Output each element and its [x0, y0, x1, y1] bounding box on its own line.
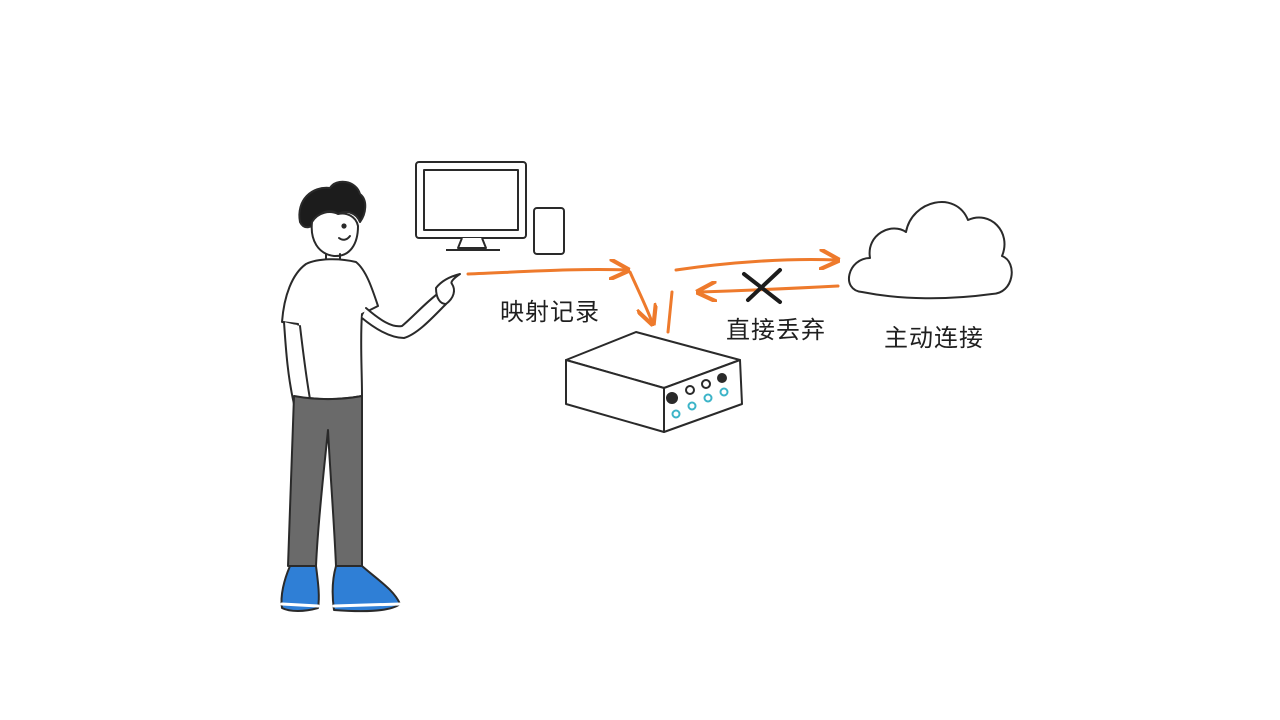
arrow-to-cloud: [674, 259, 836, 272]
person-hand: [435, 273, 461, 305]
drop-directly-label: 直接丢弃: [726, 316, 826, 344]
device-card-icon: [533, 207, 565, 255]
person-right-shoe: [331, 565, 401, 613]
desktop-computer-icon: [415, 161, 565, 255]
return-stem: [666, 290, 674, 334]
arrow-group: [466, 259, 840, 334]
router-box-icon: [565, 331, 743, 433]
arrow-to-router: [466, 269, 626, 274]
cross-mark-icon: [742, 268, 782, 304]
person-pants: [287, 395, 364, 567]
person-smile: [338, 235, 351, 241]
person-figure: [280, 180, 461, 613]
person-eye: [341, 223, 347, 229]
person-head: [310, 211, 359, 258]
arrow-return-dropped: [700, 286, 840, 292]
active-connection-label: 主动连接: [884, 324, 984, 352]
person-left-shoe: [280, 565, 320, 612]
cloud-icon: [848, 201, 1013, 300]
mapping-record-label: 映射记录: [500, 298, 600, 326]
arrow-down-to-box: [628, 270, 652, 322]
